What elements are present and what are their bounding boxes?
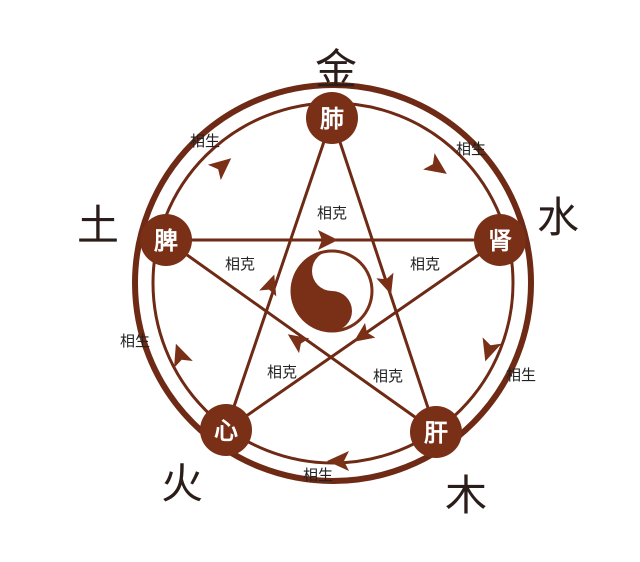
label-sheng-liver-heart: 相生: [303, 466, 333, 484]
arrow-ke-kidney-heart: [353, 322, 376, 342]
arrow-ke-lung-liver: [376, 272, 394, 295]
organ-heart-label: 心: [214, 417, 238, 445]
element-water: 水: [537, 193, 579, 242]
label-ke-kidney-heart: 相克: [373, 367, 403, 385]
yin-yang-icon: [290, 249, 374, 333]
label-ke-lung-liver: 相克: [410, 255, 440, 273]
label-sheng-heart-spleen: 相生: [120, 332, 150, 350]
element-metal: 金: [315, 45, 357, 94]
label-ke-heart-lung: 相克: [225, 255, 255, 273]
arrow-sheng-lung-kidney: [423, 153, 447, 174]
label-sheng-lung-kidney: 相生: [456, 140, 486, 158]
ring-arrows: [174, 153, 502, 471]
organ-lung-label: 肺: [320, 105, 344, 133]
arrow-sheng-kidney-liver: [482, 337, 502, 362]
star-arrows: [259, 230, 394, 354]
label-sheng-spleen-lung: 相生: [190, 132, 220, 150]
element-wood: 木: [445, 471, 487, 520]
outer-ring: [132, 82, 534, 484]
label-sheng-kidney-liver: 相生: [506, 366, 536, 384]
node-lung: 肺: [306, 92, 358, 144]
arrow-sheng-heart-spleen: [174, 343, 193, 368]
label-ke-spleen-kidney: 相克: [317, 204, 347, 222]
arrow-ke-heart-lung: [259, 274, 277, 297]
element-fire: 火: [161, 459, 203, 508]
star-line-heart-lung: [224, 116, 334, 432]
label-ke-liver-spleen: 相克: [267, 363, 297, 381]
node-heart: 心: [200, 404, 252, 456]
arrow-sheng-liver-heart: [327, 451, 349, 471]
organ-liver-label: 肝: [424, 419, 448, 447]
arrow-ke-liver-spleen: [287, 334, 310, 354]
node-kidney: 肾: [474, 214, 526, 266]
star-line-lung-liver: [330, 116, 438, 434]
organ-kidney-label: 肾: [488, 227, 512, 255]
organ-spleen-label: 脾: [154, 227, 178, 255]
arrow-sheng-spleen-lung: [207, 158, 232, 181]
arrow-ke-spleen-kidney: [318, 230, 338, 250]
star-line-liver-spleen: [164, 238, 438, 434]
element-earth: 土: [77, 201, 119, 250]
node-spleen: 脾: [140, 214, 192, 266]
node-liver: 肝: [410, 406, 462, 458]
